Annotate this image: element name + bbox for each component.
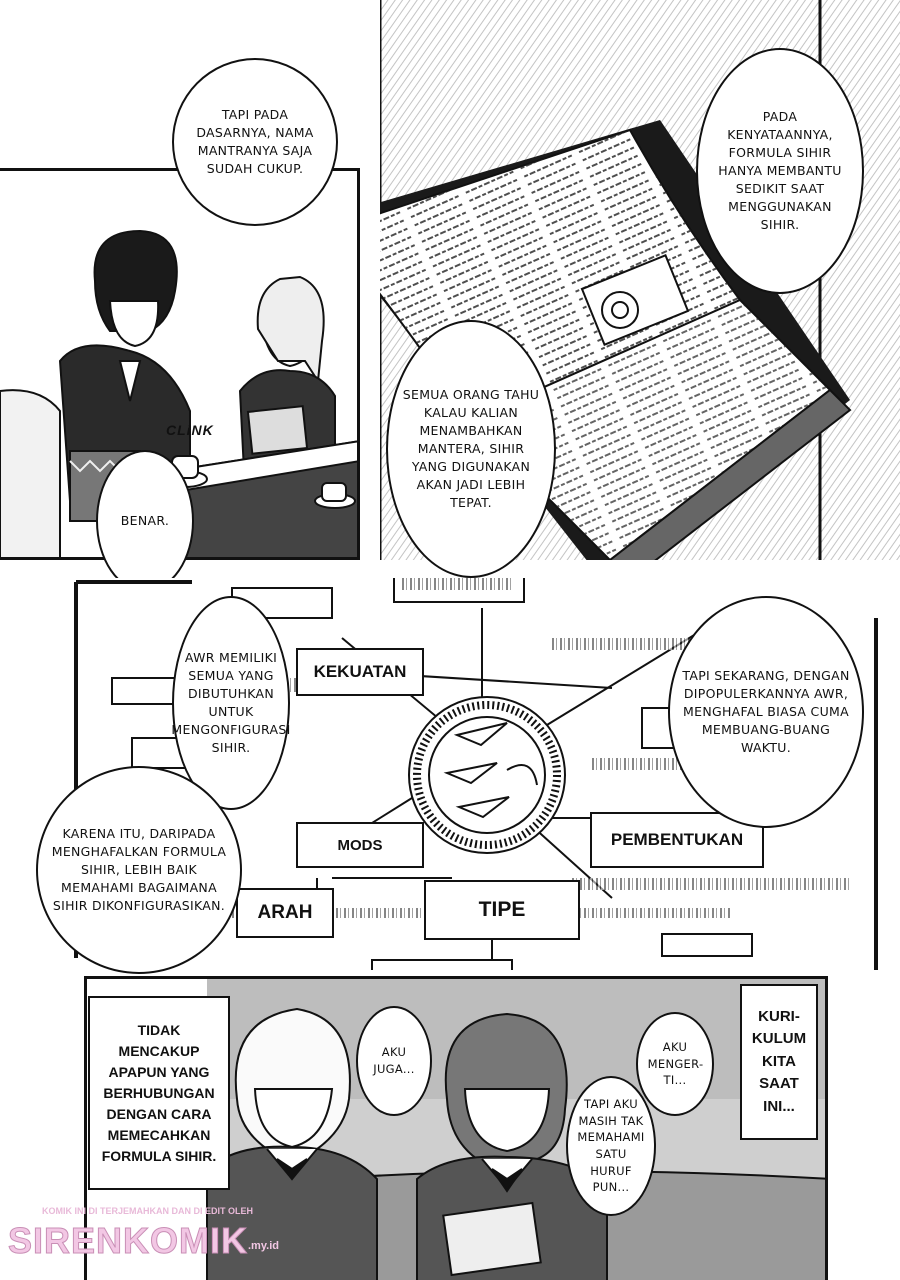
label-mods: MODS (296, 822, 424, 868)
panel-table-scene (0, 168, 360, 560)
speech-bubble-understand-configuration: KARENA ITU, DARIPADA MENGHAFALKAN FORMUL… (36, 766, 242, 974)
watermark-domain: .my.id (248, 1240, 279, 1252)
label-kekuatan: KEKUATAN (296, 648, 424, 696)
speech-bubble-i-understand: AKU MENGER-TI... (636, 1012, 714, 1116)
caption-not-covered: TIDAK MENCAKUP APAPUN YANG BERHUBUNGAN D… (88, 996, 230, 1190)
label-arah: ARAH (236, 888, 334, 938)
caption-curriculum: KURI-KULUM KITA SAAT INI... (740, 984, 818, 1140)
watermark-brand: SIRENKOMIK (7, 1220, 249, 1262)
scribble-text (402, 578, 512, 590)
speech-bubble-mantra-name: TAPI PADA DASARNYA, NAMA MANTRANYA SAJA … (172, 58, 338, 226)
speech-bubble-correct: BENAR. (96, 450, 194, 592)
scribble-text (572, 878, 852, 890)
speech-bubble-me-too: AKU JUGA... (356, 1006, 432, 1116)
speech-bubble-not-one-letter: TAPI AKU MASIH TAK MEMAHAMI SATU HURUF P… (566, 1076, 656, 1216)
speech-bubble-formula-helps: PADA KENYATAANNYA, FORMULA SIHIR HANYA M… (696, 48, 864, 294)
speech-bubble-everyone-knows: SEMUA ORANG TAHU KALAU KALIAN MENAMBAHKA… (386, 320, 556, 578)
sfx-clink: CLiNK (166, 422, 214, 438)
label-pembentukan: PEMBENTUKAN (590, 812, 764, 868)
speech-bubble-awr-has-all: AWR MEMILIKI SEMUA YANG DIBUTUHKAN UNTUK… (171, 596, 290, 810)
two-girls-illustration (206, 979, 825, 1280)
watermark-credit-line: KOMIK INI DI TERJEMAHKAN DAN DI EDIT OLE… (42, 1206, 254, 1216)
speech-bubble-memorizing-waste: TAPI SEKARANG, DENGAN DIPOPULERKANNYA AW… (668, 596, 864, 828)
label-tipe: TIPE (424, 880, 580, 940)
